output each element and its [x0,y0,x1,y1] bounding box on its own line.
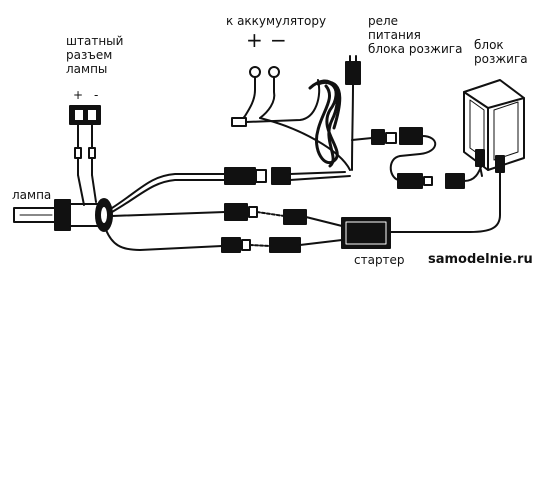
label-stock-connector: штатный разъем лампы [66,34,124,76]
label-lamp: лампа [12,188,52,202]
label-relay: реле питания блока розжига [368,14,463,56]
power-harness [111,167,351,213]
battery-plus-sign: + [246,28,263,52]
coiled-cable [308,79,342,168]
starter-wire-lower [105,229,343,253]
ignition-block-unit [399,79,525,233]
watermark: samodelnie.ru [428,252,533,267]
starter-box [341,217,401,249]
label-battery: к аккумулятору [226,14,327,28]
xenon-lamp [13,198,113,232]
stock-lamp-connector [69,105,101,176]
connector-minus-sign: - [94,88,99,102]
relay [345,55,485,189]
connector-plus-sign: + [73,88,84,102]
label-ignition-block: блок розжига [474,38,528,66]
starter-wire-upper [111,203,343,227]
label-starter: стартер [354,253,405,267]
battery-minus-sign: − [270,28,287,52]
